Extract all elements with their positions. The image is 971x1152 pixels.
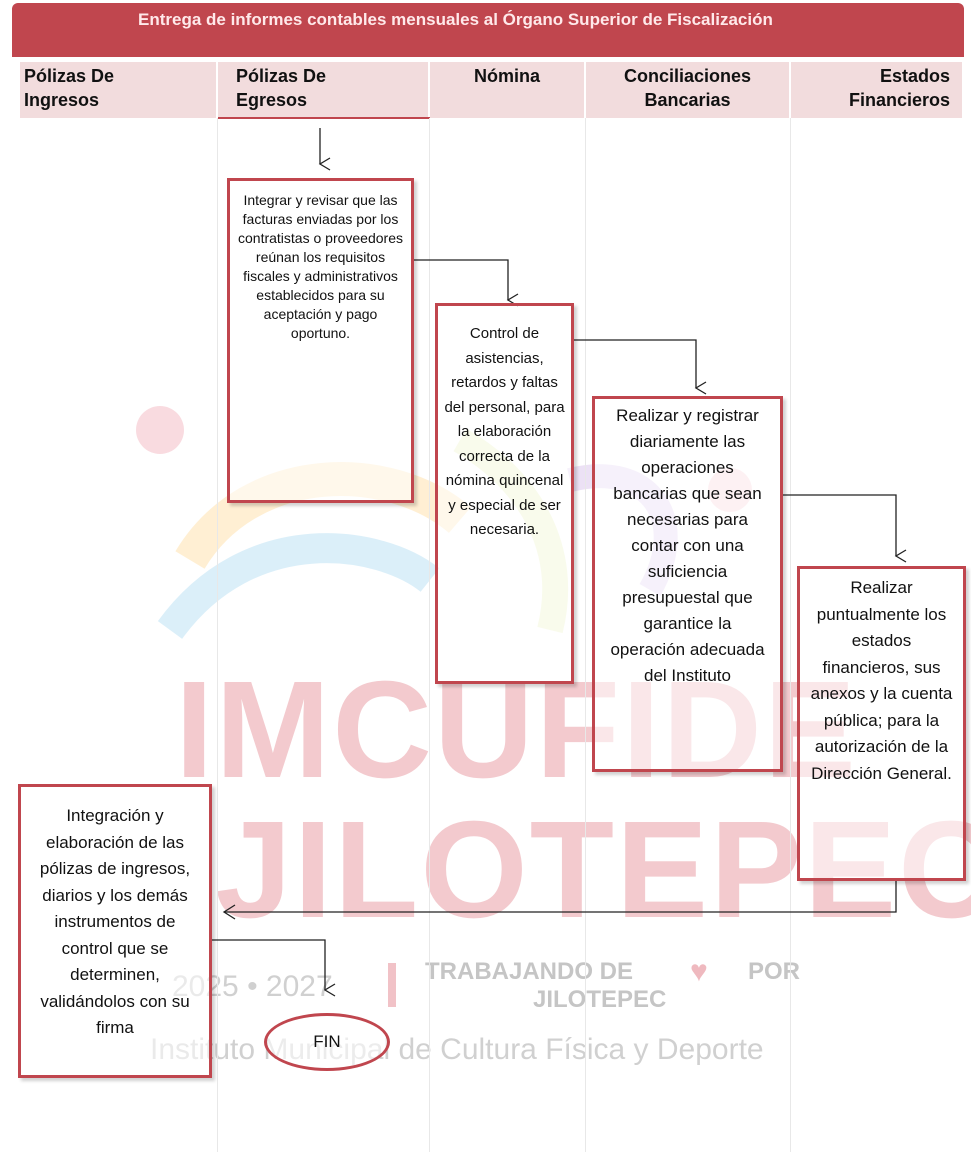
- process-box-financieros: Realizar puntualmente los estados financ…: [797, 566, 966, 881]
- arrow-bancarias-to-financieros: [780, 494, 907, 563]
- diagram-title-bar: Entrega de informes contables mensuales …: [12, 3, 964, 57]
- process-text-egresos: Integrar y revisar que las facturas envi…: [238, 192, 403, 341]
- lane-header-egresos: Pólizas De Egresos: [218, 62, 430, 118]
- arrow-financieros-to-ingresos: [224, 878, 897, 913]
- lane-header-ingresos: Pólizas De Ingresos: [20, 62, 218, 118]
- lane-divider: [790, 118, 791, 1152]
- lane-header-estados: Estados Financieros: [791, 62, 964, 118]
- process-text-ingresos: Integración y elaboración de las pólizas…: [39, 806, 191, 1037]
- end-label: FIN: [313, 1032, 341, 1051]
- process-text-financieros: Realizar puntualmente los estados financ…: [810, 578, 953, 783]
- process-text-nomina: Control de asistencias, retardos y falta…: [444, 325, 565, 538]
- lane-divider: [585, 118, 586, 1152]
- arrow-nomina-to-bancarias: [571, 339, 707, 395]
- lane-header-nomina: Nómina: [430, 62, 586, 118]
- process-box-bancarias: Realizar y registrar diariamente las ope…: [592, 396, 783, 772]
- lane-divider: [429, 118, 430, 1152]
- lane-header-underline: [218, 117, 430, 119]
- process-box-ingresos: Integración y elaboración de las pólizas…: [18, 784, 212, 1078]
- arrow-egresos-to-nomina: [412, 259, 519, 307]
- diagram-title: Entrega de informes contables mensuales …: [138, 10, 773, 29]
- process-text-bancarias: Realizar y registrar diariamente las ope…: [610, 406, 765, 685]
- lane-divider: [217, 118, 218, 1152]
- process-box-nomina: Control de asistencias, retardos y falta…: [435, 303, 574, 684]
- process-box-egresos: Integrar y revisar que las facturas envi…: [227, 178, 414, 503]
- lane-header-conciliaciones: Conciliaciones Bancarias: [586, 62, 791, 118]
- end-terminator: FIN: [264, 1013, 390, 1071]
- arrow-financieros-to-ingresos-head: [222, 904, 236, 920]
- arrow-ingresos-to-fin: [210, 939, 336, 997]
